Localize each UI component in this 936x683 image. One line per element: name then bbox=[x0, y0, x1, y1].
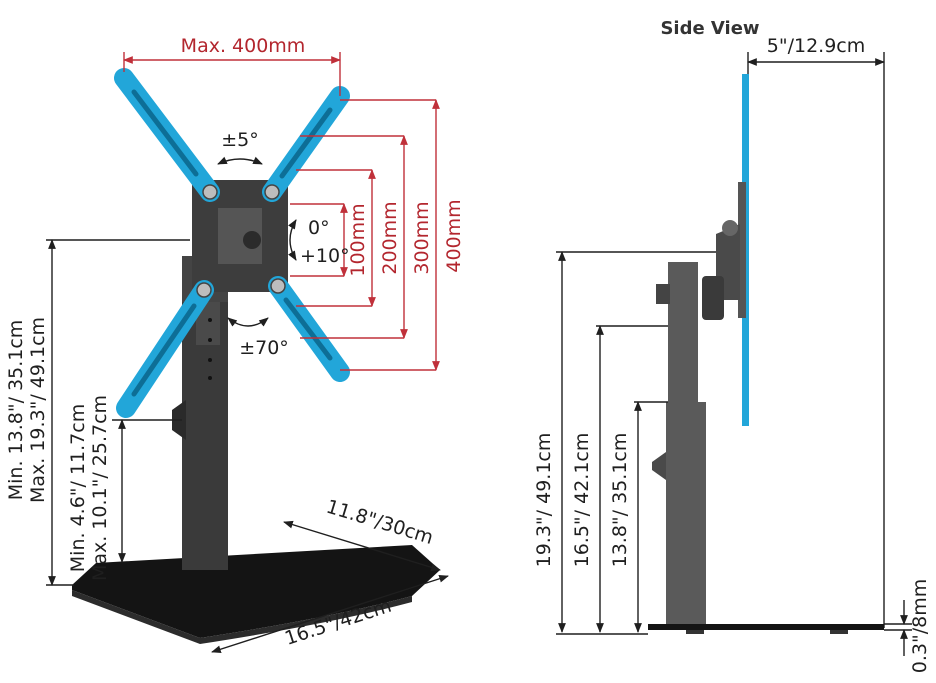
vesa-200-label: 200mm bbox=[379, 201, 401, 274]
front-view: Max. 400mm 100mm 200mm 300mm 400mm ±5° 0… bbox=[5, 35, 465, 654]
inner-height-min: Min. 4.6"/ 11.7cm bbox=[67, 404, 89, 572]
vesa-dimensions: 100mm 200mm 300mm 400mm bbox=[290, 99, 465, 371]
outer-height-max: Max. 19.3"/ 49.1cm bbox=[27, 317, 49, 503]
base-depth-label: 11.8"/30cm bbox=[324, 496, 436, 549]
side-column-outer bbox=[666, 402, 706, 624]
tilt-top-label: 0° bbox=[308, 217, 330, 239]
side-view-title: Side View bbox=[660, 18, 759, 39]
inner-height-max: Max. 10.1"/ 25.7cm bbox=[89, 395, 111, 581]
bolt-icon bbox=[264, 184, 280, 200]
vesa-arms bbox=[114, 68, 350, 418]
rotate-arrow-icon bbox=[227, 317, 269, 327]
vesa-300-label: 300mm bbox=[411, 201, 433, 274]
swivel-label: ±5° bbox=[221, 129, 259, 151]
column-holes bbox=[208, 318, 212, 380]
bolt-icon bbox=[270, 278, 286, 294]
side-base bbox=[648, 624, 884, 630]
outer-height-min: Min. 13.8"/ 35.1cm bbox=[5, 320, 27, 501]
side-depth-label: 5"/12.9cm bbox=[767, 35, 866, 57]
swivel-arrow-icon bbox=[217, 156, 263, 165]
side-height-mid: 16.5"/ 42.1cm bbox=[571, 433, 593, 568]
side-view: Side View 5"/12.9cm 19.3"/ 49.1cm 16.5"/… bbox=[533, 18, 931, 673]
glass-base bbox=[72, 545, 440, 638]
tilt-arrow-icon bbox=[288, 219, 297, 261]
side-plate bbox=[738, 182, 746, 318]
bolt-icon bbox=[196, 282, 212, 298]
vesa-100-label: 100mm bbox=[347, 203, 369, 276]
side-clamp bbox=[652, 452, 666, 480]
rotate-label: ±70° bbox=[239, 337, 289, 359]
tilt-knob bbox=[243, 231, 261, 249]
vesa-400-label: 400mm bbox=[443, 199, 465, 272]
side-height-min: 13.8"/ 35.1cm bbox=[609, 433, 631, 568]
side-height-max: 19.3"/ 49.1cm bbox=[533, 433, 555, 568]
base-thickness-label: 0.3"/8mm bbox=[909, 579, 931, 673]
max-width-label: Max. 400mm bbox=[181, 35, 306, 57]
side-column-inner bbox=[668, 262, 698, 402]
side-tilt-knob bbox=[702, 276, 724, 320]
bolt-icon bbox=[202, 184, 218, 200]
tilt-bottom-label: +10° bbox=[300, 245, 350, 267]
